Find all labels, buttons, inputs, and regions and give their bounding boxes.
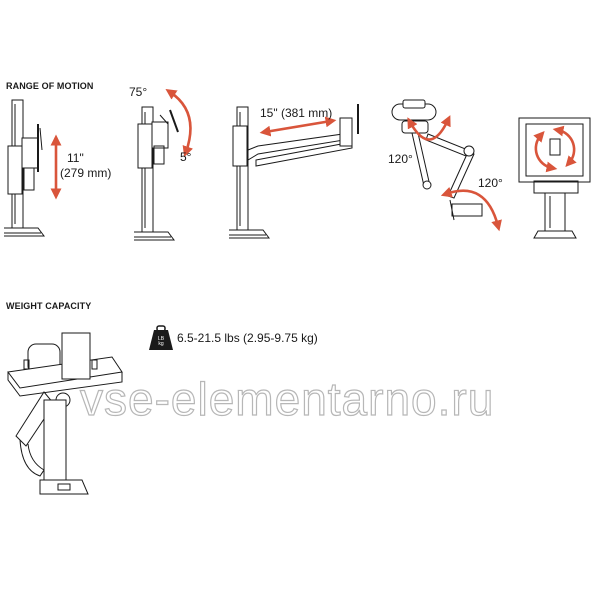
pan-arrow-lower [440,187,502,232]
watermark-text: vse-elementarno.ru [79,372,495,425]
rotation-arrow-right [552,125,577,168]
figure-weight [7,332,123,495]
figure-height-adjust [4,99,45,237]
rotation-arrow-left [533,130,558,173]
figure-rotation [518,117,591,239]
tilt-up-label: 75° [129,85,148,99]
pan-upper-label: 120° [388,152,413,166]
section-heading-weight-capacity: WEIGHT CAPACITY [6,301,92,311]
tilt-arrow [165,88,193,158]
extension-arrow [259,116,337,137]
extension-label: 15" (381 mm) [260,106,333,120]
tilt-down-label: 5° [180,150,192,164]
height-label-mm: (279 mm) [60,166,112,180]
pan-arrow-upper [407,115,451,141]
section-heading-range-of-motion: RANGE OF MOTION [6,81,94,91]
figure-extension [229,104,359,239]
weight-range-label: 6.5-21.5 lbs (2.95-9.75 kg) [177,331,318,345]
pan-lower-label: 120° [478,176,503,190]
height-label-inches: 11" [67,151,84,165]
figure-tilt [134,106,179,241]
